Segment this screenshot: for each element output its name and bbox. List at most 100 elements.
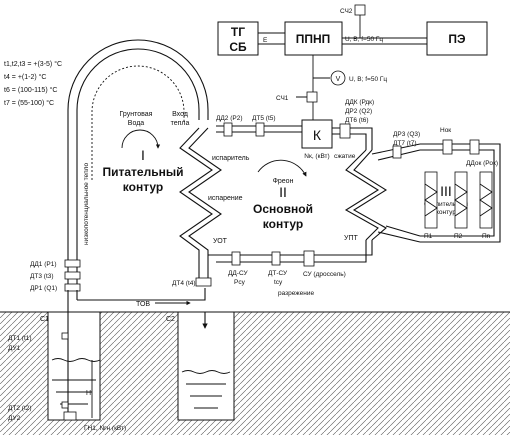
power-block-tg-sb: ТГ СБ [217,21,259,56]
ground-water-label-1: Грунтовая [120,111,153,118]
meter-sch2: СЧ2 [340,4,366,16]
electric-motor-pe: ПЭ [426,21,488,56]
main-loop-title-1: Основной [253,202,313,216]
sensor-dr3: ДР3 (Q3) ДТ7 (t7) [392,131,420,159]
dt7-label: ДТ7 (t7) [393,140,417,147]
dr3-label: ДР3 (Q3) [393,131,420,138]
depth-mark-h: Н [86,360,93,418]
e-label: Е [263,37,268,44]
tov-label: ТОВ [136,301,150,308]
sensor-dr1: ДР1 (Q1) [30,283,81,292]
compressor-k: К Nк, (кВт) [301,119,333,160]
pump-gn1-label: ГН1, Nгн (кВт) [84,425,126,432]
radiator-p2: П2 [454,171,468,240]
sensor-ddk: ДДК (Рдк) ДР2 (Q2) ДТ6 (t6) [339,99,374,139]
meter-sch1: СЧ1 [276,91,318,103]
dt5-label: ДТ5 (t5) [252,115,276,122]
heat-input-label-1: Вход [172,111,188,118]
throttle-su: СУ (дроссель) разрежение [278,250,346,297]
pe-label: ПЭ [448,32,466,46]
evaporator-label: испаритель [212,155,250,162]
voltmeter-label: U, В; f=50 Гц [349,76,387,83]
feed-loop-title-2: контур [123,180,163,194]
sensor-dt1: ДТ1 (t1) ДУ1 [8,332,69,352]
compressor-power-label: Nк, (кВт) [304,153,329,160]
dt-su-label: ДТ-СУ [268,270,288,277]
dd-su-label: ДД-СУ [228,270,248,277]
dd2-label: ДД2 (Р2) [216,115,243,122]
pump-nok: Нок [440,127,453,155]
c1-label: С1 [40,316,49,323]
legend-line-3: t6 = (100-115) °C [4,86,57,94]
radiator-p1: П1 [424,171,438,240]
feed-loop-title-1: Питательный [103,165,184,179]
rarefaction-label: разрежение [278,290,314,297]
dt3-label: ДТ3 (t3) [30,273,54,280]
du1-label: ДУ1 [8,345,21,352]
dt6-label: ДТ6 (t6) [345,117,369,124]
sensor-dd-su: ДД-СУ Рсу [228,251,248,286]
tg-label: ТГ [231,25,245,39]
radiator-pn: Пn [479,171,493,240]
dt4-label: ДТ4 (t4) [172,280,196,287]
compression-label: сжатие [334,153,356,160]
converter-ppnp: ППНП [284,21,343,56]
sensor-ddok: ДДок (Рок) [466,139,498,167]
heating-loop-title-2: контур [436,209,456,216]
dt2-label: ДТ2 (t2) [8,405,32,412]
heat-input-label-2: тепла [171,120,190,127]
heating-loop-title-1: Отопительный [424,200,468,208]
upt-label: УПТ [344,235,358,242]
dr1-label: ДР1 (Q1) [30,285,57,292]
p1-label: П1 [424,233,433,240]
c2-label: С2 [166,316,175,323]
ddk-label: ДДК (Рдк) [345,99,374,106]
sch2-label: СЧ2 [340,8,353,15]
ppnp-label: ППНП [296,32,331,46]
nok-label: Нок [440,127,451,134]
heating-loop-number: III [440,183,452,199]
h-label: Н [86,390,91,397]
voltmeter: V U, В; f=50 Гц [312,55,387,120]
du2-label: ДУ2 [8,415,21,422]
freon-label: Фреон [273,178,294,185]
sensor-dt3: ДТ3 (t3) [30,271,81,280]
evaporator-coil [179,127,222,282]
evaporation-label: испарение [208,195,243,202]
pn-label: Пn [482,233,491,240]
voltmeter-symbol: V [336,76,341,83]
feed-loop-number: I [141,147,145,163]
dr2-label: ДР2 (Q2) [345,108,372,115]
uot-label: УОТ [213,238,228,245]
sensor-dt2: ДТ2 (t2) ДУ2 [8,401,69,422]
legend-line-1: t1,t2,t3 = +(3-5) °C [4,60,62,68]
main-loop-number: II [279,184,287,200]
legend-line-4: t7 = (55-100) °C [4,99,54,107]
sensor-dd2: ДД2 (Р2) [216,115,243,137]
dt1-label: ДТ1 (t1) [8,335,32,342]
legend-line-2: t4 = +(1-2) °C [4,73,46,81]
sensor-dt5: ДТ5 (t5) [252,115,276,137]
sensor-dt-su: ДТ-СУ tсу [268,251,288,286]
sensor-dt4: ДТ4 (t4) [172,277,212,287]
low-potential-heat-label: низкопотенциальное тепло [83,162,90,245]
supply-well-c1: С1 [40,288,206,421]
tsu-label: tсу [274,279,283,286]
ddok-label: ДДок (Рок) [466,160,498,167]
main-loop-title-2: контур [263,217,303,231]
dd1-label: ДД1 (Р1) [30,261,57,268]
heating-loop-pipes [371,143,501,243]
k-label: К [313,127,322,143]
su-label: СУ (дроссель) [303,271,346,278]
temperature-legend: t1,t2,t3 = +(3-5) °C t4 = +(1-2) °C t6 =… [4,60,62,107]
return-well-c2: С2 [166,311,235,421]
p2-label: П2 [454,233,463,240]
condenser-coil [344,149,388,241]
rsu-label: Рсу [234,279,246,286]
feed-loop-pipes [67,39,209,290]
sb-label: СБ [229,40,247,54]
ground-water-label-2: Вода [128,120,144,127]
sch1-label: СЧ1 [276,95,289,102]
ppnp-output-label: U, В; f=50 Гц [345,36,383,43]
